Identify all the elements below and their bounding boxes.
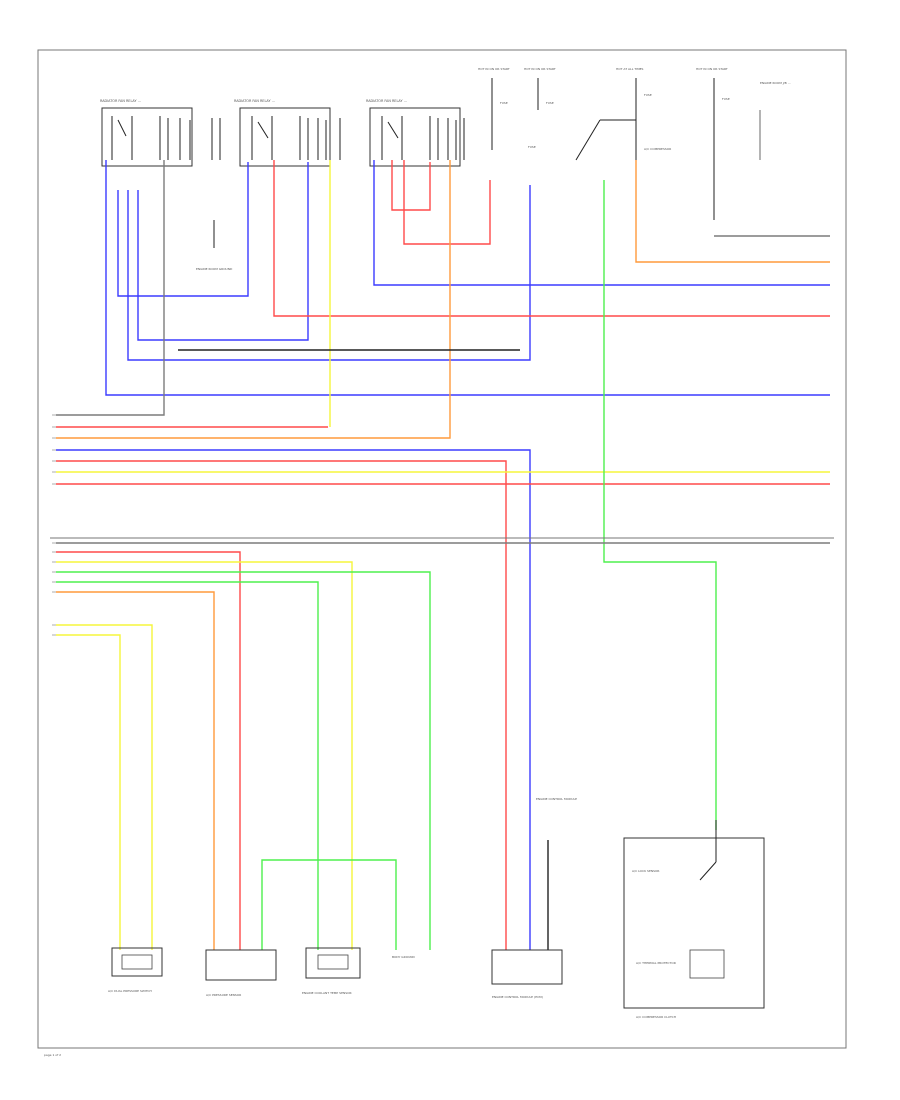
svg-text:FUSE: FUSE	[644, 93, 652, 97]
svg-text:A/C COMPRESSOR: A/C COMPRESSOR	[644, 147, 671, 151]
wire-red-3	[403, 160, 491, 245]
wire-orange-2	[635, 160, 830, 263]
wire-blue-1	[105, 160, 830, 396]
wire-blue-5	[373, 160, 830, 286]
hot-feed-d: HOT IN ON OR START FUSE	[696, 67, 730, 220]
engine-room-note: ENGINE ROOM J/B ...	[759, 81, 791, 160]
wire-red-1	[273, 160, 830, 317]
svg-text:HOT AT ALL TIMES: HOT AT ALL TIMES	[616, 67, 644, 71]
svg-text:A/C THERMAL PROTECTOR: A/C THERMAL PROTECTOR	[636, 961, 676, 965]
svg-text:BODY GROUND: BODY GROUND	[392, 955, 416, 959]
pressure-sensor: A/C PRESSURE SENSOR	[205, 949, 277, 997]
wire-green-1	[603, 180, 717, 830]
relay-3: RADIATOR FAN RELAY ...	[366, 99, 465, 167]
svg-text:RADIATOR FAN RELAY ...: RADIATOR FAN RELAY ...	[234, 99, 275, 103]
svg-text:RADIATOR FAN RELAY ...: RADIATOR FAN RELAY ...	[100, 99, 141, 103]
wire-green-2	[56, 571, 431, 950]
svg-text:ENGINE ROOM J/B ...: ENGINE ROOM J/B ...	[760, 81, 791, 85]
wire-red-5	[56, 460, 507, 950]
svg-text:FUSE: FUSE	[722, 97, 730, 101]
wire-blue-6	[56, 449, 531, 950]
wire-yellow-3	[56, 561, 353, 950]
svg-text:HOT IN ON OR START: HOT IN ON OR START	[478, 67, 510, 71]
wire-yellow-4	[56, 624, 153, 950]
svg-text:A/C LOCK SENSOR: A/C LOCK SENSOR	[632, 869, 659, 873]
relay-2: RADIATOR FAN RELAY ...	[234, 99, 341, 167]
svg-text:ENGINE CONTROL MODULE: ENGINE CONTROL MODULE	[536, 797, 577, 801]
svg-text:ENGINE COOLANT TEMP SENSOR: ENGINE COOLANT TEMP SENSOR	[302, 991, 352, 995]
svg-text:RADIATOR FAN RELAY ...: RADIATOR FAN RELAY ...	[366, 99, 407, 103]
wire-blue-4	[137, 162, 309, 341]
svg-text:A/C PRESSURE SENSOR: A/C PRESSURE SENSOR	[206, 993, 241, 997]
svg-text:FUSE: FUSE	[528, 145, 536, 149]
body-ground: BODY GROUND	[392, 955, 416, 959]
wire-green-3	[56, 581, 319, 950]
svg-text:ENGINE ROOM GROUND: ENGINE ROOM GROUND	[196, 267, 233, 271]
hot-feed-c: HOT AT ALL TIMES FUSE A/C COMPRESSOR	[575, 67, 671, 161]
svg-text:HOT IN ON OR START: HOT IN ON OR START	[696, 67, 728, 71]
wire-blue-2	[117, 162, 249, 297]
page-tag: page 1 of 2	[44, 1053, 61, 1057]
diagram-frame	[37, 49, 847, 1049]
wire-gray-1	[56, 160, 165, 416]
wire-yellow-5	[56, 634, 121, 950]
svg-text:FUSE: FUSE	[546, 101, 554, 105]
wire-traces	[56, 160, 830, 950]
svg-text:A/C COMPRESSOR CLUTCH: A/C COMPRESSOR CLUTCH	[636, 1015, 676, 1019]
dual-pressure-switch: A/C DUAL PRESSURE SWITCH	[108, 947, 163, 993]
svg-text:FUSE: FUSE	[500, 101, 508, 105]
wire-orange-3	[56, 591, 215, 950]
hot-feed-b: HOT IN ON OR START FUSE FUSE	[524, 67, 556, 149]
hot-feed-a: HOT IN ON OR START FUSE	[478, 67, 510, 150]
wire-green-4	[261, 859, 397, 950]
ground-left: ENGINE ROOM GROUND	[196, 220, 233, 271]
coolant-temp-sensor: ENGINE COOLANT TEMP SENSOR	[302, 947, 361, 995]
control-module: ENGINE CONTROL MODULE (ECM) ENGINE CONTR…	[491, 797, 577, 999]
wire-red-7	[56, 551, 241, 950]
wire-orange-1	[56, 160, 451, 439]
svg-text:HOT IN ON OR START: HOT IN ON OR START	[524, 67, 556, 71]
relay-1: RADIATOR FAN RELAY ...	[100, 99, 221, 167]
compressor-clutch-assembly: A/C LOCK SENSOR A/C THERMAL PROTECTOR A/…	[623, 820, 765, 1019]
left-connector-pins	[52, 414, 56, 636]
svg-text:ENGINE CONTROL MODULE (ECM): ENGINE CONTROL MODULE (ECM)	[492, 995, 543, 999]
wire-blue-3	[127, 185, 531, 361]
svg-text:A/C DUAL PRESSURE SWITCH: A/C DUAL PRESSURE SWITCH	[108, 989, 152, 993]
wire-red-2	[391, 160, 431, 211]
